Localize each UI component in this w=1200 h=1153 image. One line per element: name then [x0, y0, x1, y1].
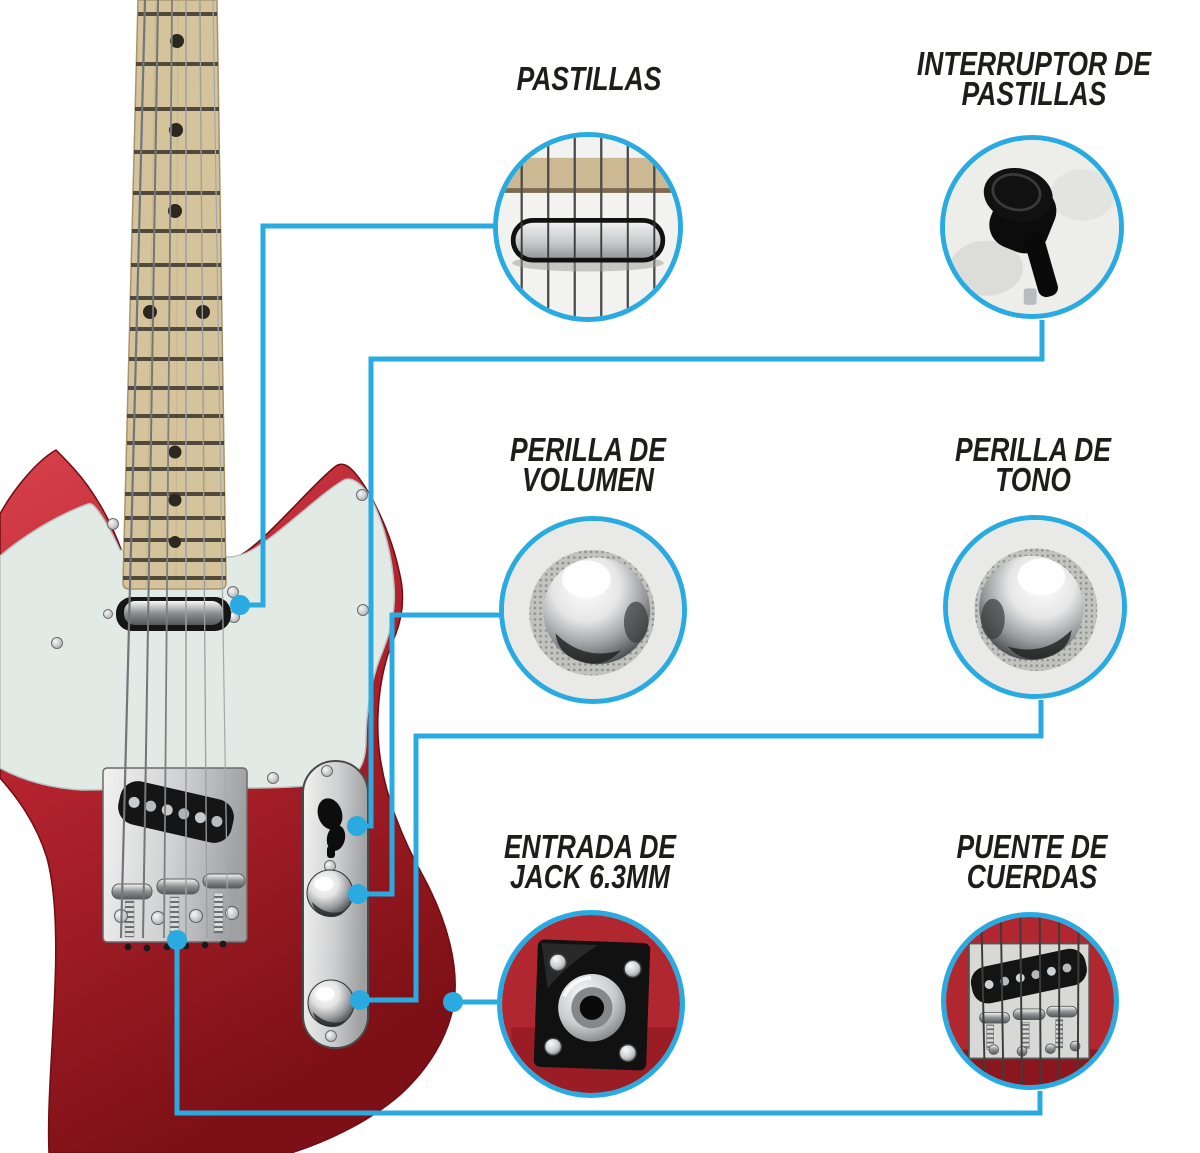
label-line: PASTILLAS: [961, 75, 1107, 112]
connector-pastillas: [240, 223, 495, 608]
pickup-selector-switch: [317, 798, 346, 858]
label-line: ENTRADA DE: [503, 828, 677, 865]
label-interruptor-de-pastillas: INTERRUPTOR DE PASTILLAS: [916, 45, 1152, 112]
jack-photo-circle: [497, 910, 685, 1098]
label-puente-de-cuerdas: PUENTE DE CUERDAS: [956, 828, 1108, 895]
connector-puente: [174, 940, 1043, 1116]
connector-dots: [167, 595, 463, 1012]
label-line: VOLUMEN: [522, 461, 654, 498]
jack-plate: [533, 939, 651, 1071]
jack-closeup-photo: [502, 915, 680, 1093]
switch-closeup-photo: [945, 140, 1119, 314]
tono-photo-circle: [943, 515, 1127, 699]
connector-interruptor: [357, 320, 1045, 829]
pickguard-screws: [51, 489, 369, 788]
guitar-neck: [122, 0, 227, 590]
bridge-closeup-photo: [946, 917, 1114, 1085]
volume-knob: [306, 869, 354, 918]
label-line: INTERRUPTOR DE: [916, 45, 1152, 82]
label-entrada-de-jack: ENTRADA DE JACK 6.3MM: [503, 828, 677, 895]
connector-tono: [360, 700, 1044, 1003]
bridge-assembly: [102, 767, 248, 952]
puente-photo-circle: [941, 912, 1119, 1090]
label-pastillas: PASTILLAS: [516, 60, 662, 97]
tone-knob-closeup-photo: [948, 520, 1122, 694]
label-line: JACK 6.3MM: [510, 858, 670, 895]
label-line: PERILLA DE: [510, 431, 666, 468]
switch-tip: [983, 167, 1058, 305]
label-line: TONO: [995, 461, 1071, 498]
tone-knob: [307, 979, 355, 1028]
pickup-closeup-photo: [498, 137, 678, 317]
connector-volumen: [358, 612, 502, 897]
volume-knob-closeup-photo: [504, 521, 682, 699]
pickguard: [0, 478, 396, 791]
volumen-photo-circle: [499, 516, 687, 704]
label-line: PASTILLAS: [516, 60, 662, 97]
frets: [123, 12, 226, 580]
label-line: CUERDAS: [966, 858, 1098, 895]
label-perilla-de-volumen: PERILLA DE VOLUMEN: [510, 431, 666, 498]
pastillas-photo-circle: [493, 132, 683, 322]
label-line: PERILLA DE: [955, 431, 1111, 468]
string-ferrules: [124, 940, 227, 952]
interruptor-photo-circle: [940, 135, 1124, 319]
label-perilla-de-tono: PERILLA DE TONO: [955, 431, 1111, 498]
strings: [119, 0, 229, 939]
label-line: PUENTE DE: [956, 828, 1108, 865]
